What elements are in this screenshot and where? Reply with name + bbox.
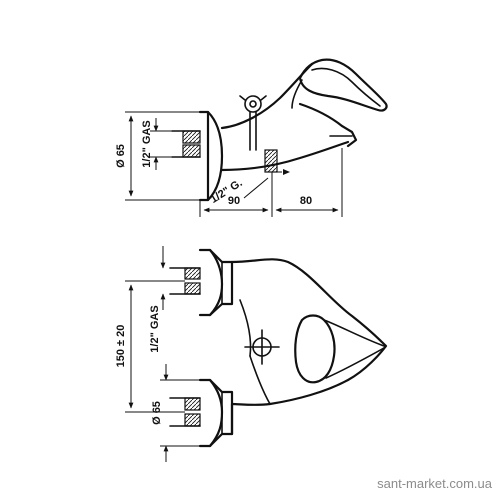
horizontal-dimensions: 90 80 bbox=[199, 148, 343, 217]
shower-outlet-thread bbox=[264, 149, 278, 173]
inlet-thread bbox=[182, 144, 201, 158]
diameter-dimension-lower: Ø 65 bbox=[151, 364, 200, 462]
diverter-knob bbox=[239, 95, 267, 151]
bottom-view: 150 ± 20 1/2" GAS Ø 65 bbox=[115, 246, 388, 462]
diameter-label: Ø 65 bbox=[115, 144, 127, 168]
diameter-dimension: Ø 65 bbox=[115, 111, 200, 201]
thread-label: 1/2" GAS bbox=[141, 120, 153, 167]
lever-handle bbox=[291, 58, 388, 112]
spacing-dimension: 150 ± 20 bbox=[115, 280, 185, 413]
diameter-label: Ø 65 bbox=[151, 401, 163, 425]
dim-right-label: 80 bbox=[300, 195, 312, 207]
inlet-thread bbox=[182, 130, 201, 144]
inlet-thread bbox=[184, 282, 201, 295]
thread-dimension: 1/2" GAS bbox=[141, 118, 183, 170]
spacing-label: 150 ± 20 bbox=[115, 325, 127, 368]
inlet-thread bbox=[184, 397, 201, 411]
thread-label: 1/2" GAS bbox=[149, 305, 161, 352]
upper-flange bbox=[169, 248, 234, 317]
spout bbox=[298, 102, 358, 148]
mixer-body-front bbox=[230, 258, 388, 436]
lower-flange bbox=[169, 378, 234, 448]
wall-flange bbox=[171, 110, 224, 202]
lever-handle-front bbox=[294, 314, 336, 384]
dim-left-label: 90 bbox=[228, 195, 240, 207]
inlet-thread bbox=[184, 413, 201, 427]
inlet-thread bbox=[184, 267, 201, 280]
top-view: Ø 65 1/2" GAS 1/2" G. 90 80 bbox=[115, 58, 388, 217]
watermark-text: sant-market.com.ua bbox=[377, 476, 493, 491]
mixer-body bbox=[220, 62, 358, 172]
